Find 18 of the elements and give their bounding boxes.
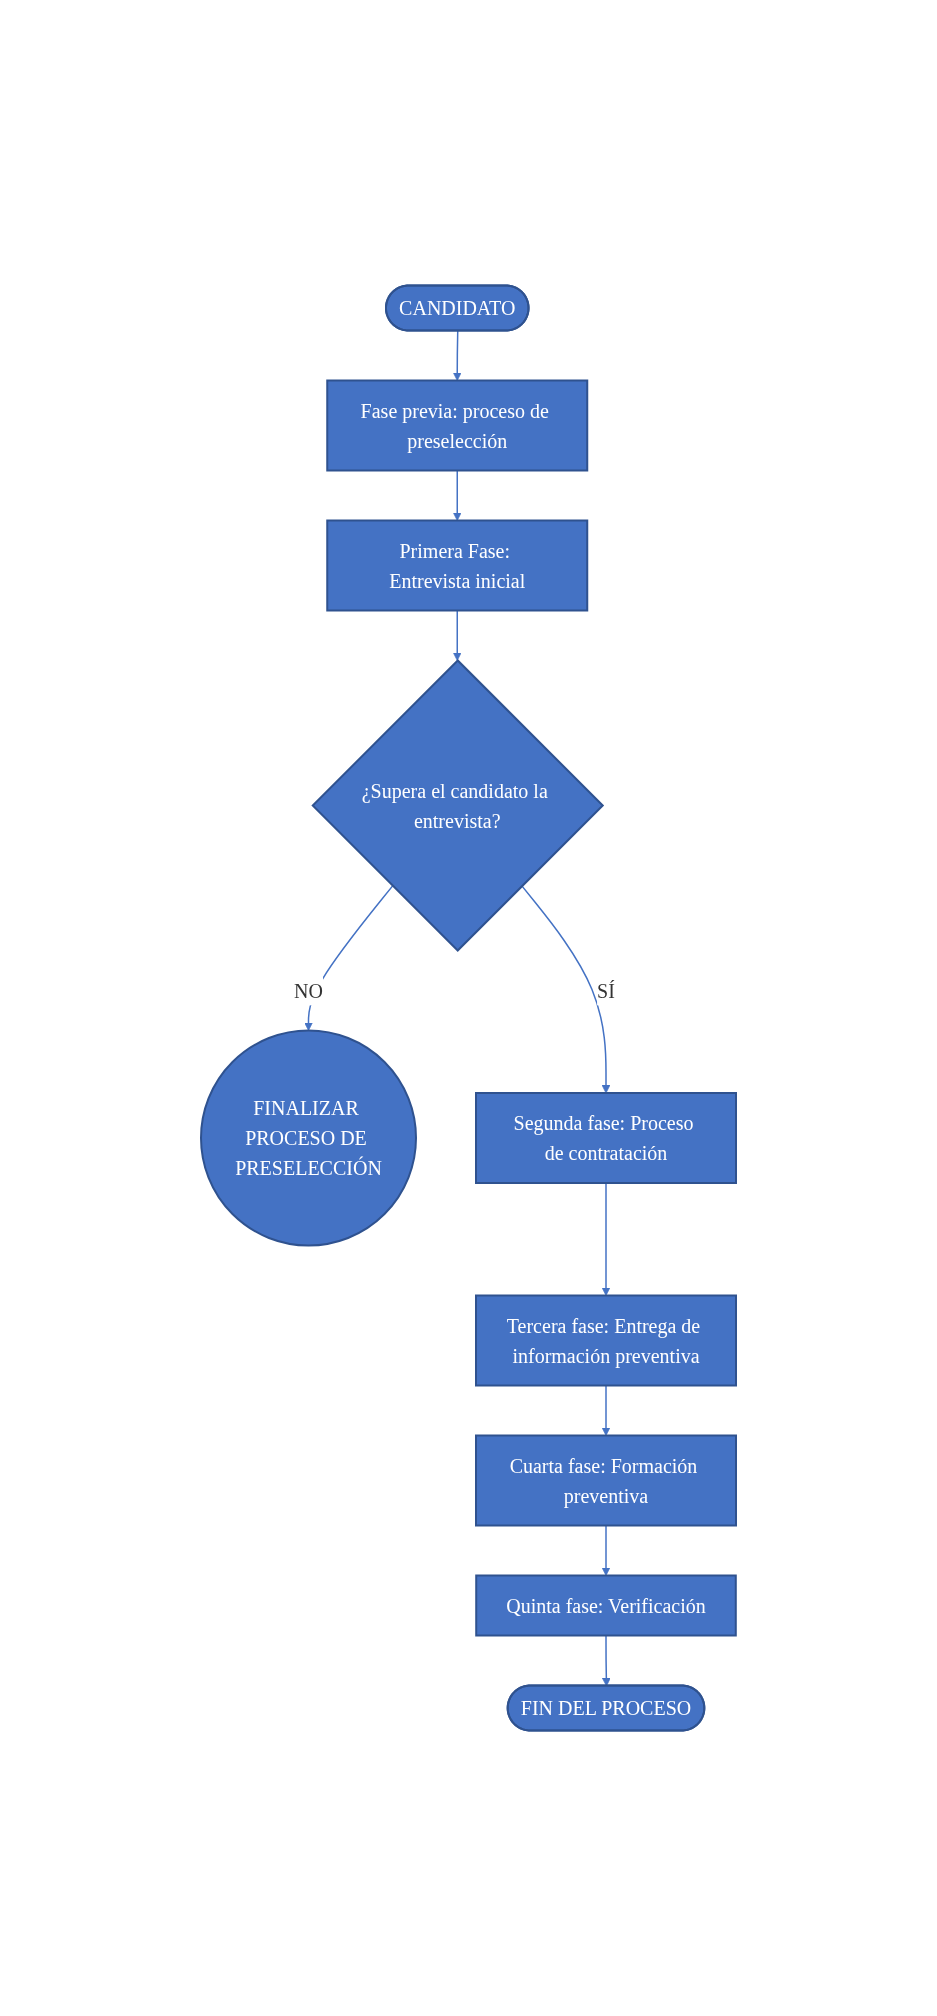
arrow: [521, 885, 611, 1094]
arrow: [601, 1524, 611, 1576]
node-box: Primera Fase: Entrevista inicial: [326, 519, 589, 612]
node-box: Fase previa: proceso de preselección: [326, 379, 589, 472]
edge-label: NO: [294, 979, 323, 1002]
edge-label: SÍ: [597, 979, 615, 1002]
node-box: Quinta fase: Verificación: [475, 1574, 737, 1637]
arrow: [601, 1182, 611, 1296]
arrow: [452, 469, 462, 521]
node-box: Cuarta fase: Formación preventiva: [475, 1434, 737, 1527]
arrow: [601, 1384, 611, 1436]
node-diamond: ¿Supera el candidato la entrevista?: [311, 659, 605, 952]
node-box: Segunda fase: Proceso de contratación: [475, 1092, 737, 1184]
arrow: [601, 1634, 611, 1687]
node-box: Tercera fase: Entrega de información preventiva: [475, 1294, 737, 1387]
node-circle: FINALIZAR PROCESO DE PRESELECCIÓN: [200, 1029, 417, 1247]
arrow: [452, 330, 462, 381]
arrow: [452, 609, 462, 661]
